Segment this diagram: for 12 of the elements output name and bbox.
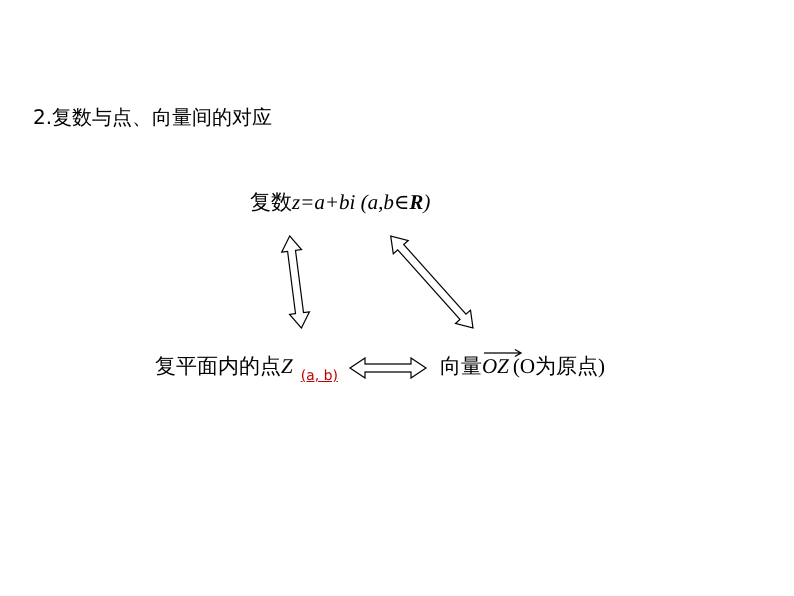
double-arrow — [280, 234, 310, 330]
node-text: Z — [281, 354, 293, 379]
vector-notation: OZ — [482, 354, 509, 378]
node-text: 复平面内的点 — [155, 353, 281, 380]
node-text: z=a+bi (a,b∈R) — [292, 190, 430, 215]
double-arrow — [348, 356, 428, 380]
node-text: (O为原点) — [512, 353, 606, 380]
heading: 2.复数与点、向量间的对应 — [33, 104, 272, 131]
node-text: 向量 — [440, 353, 482, 380]
node-text: 复数 — [250, 189, 292, 216]
answer-text: (a, b) — [300, 368, 338, 384]
double-arrow — [390, 235, 474, 329]
